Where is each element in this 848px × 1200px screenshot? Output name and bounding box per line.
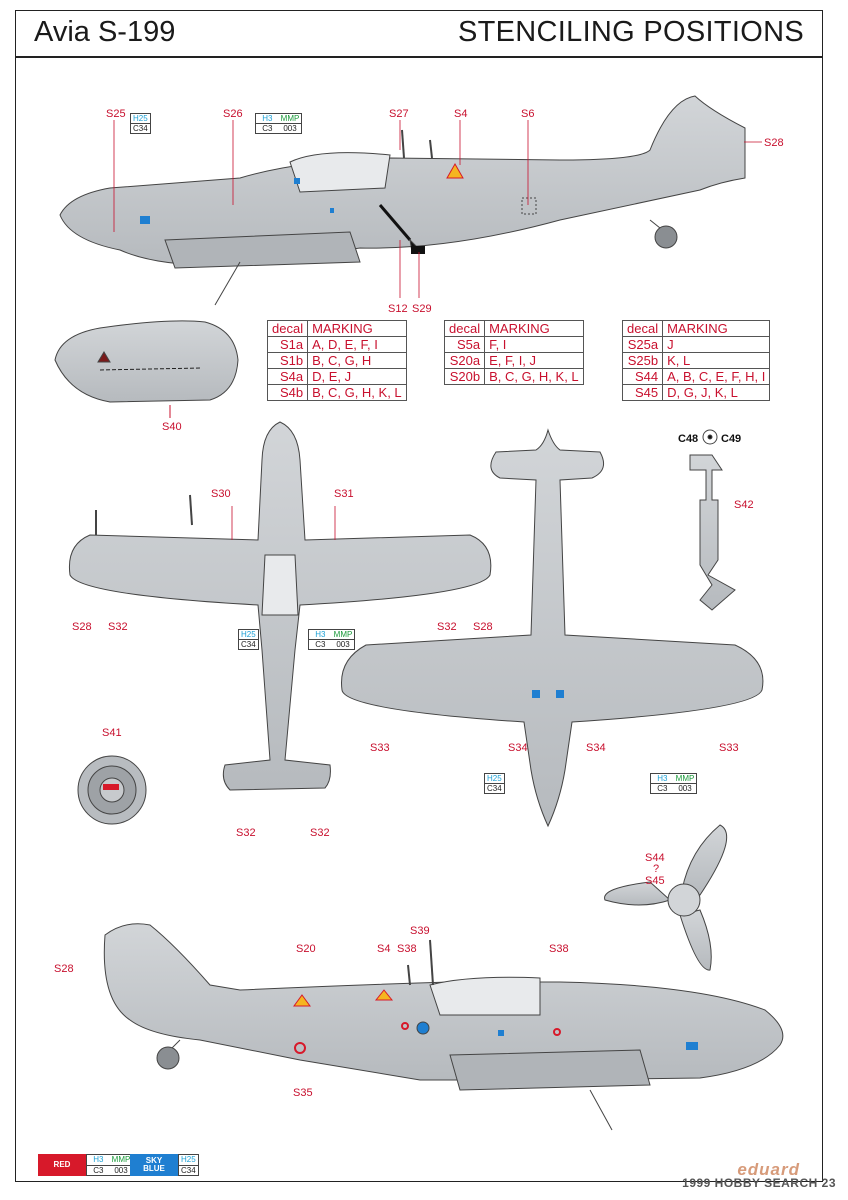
label-s27: S27 (389, 108, 409, 120)
label-s38-left: S38 (397, 943, 417, 955)
label-s39: S39 (410, 925, 430, 937)
header-rule (15, 56, 823, 58)
propeller (604, 824, 728, 971)
side-view-left (59, 95, 746, 306)
label-s33-right: S33 (719, 742, 739, 754)
label-s41: S41 (102, 727, 122, 739)
label-s28-top: S28 (764, 137, 784, 149)
label-s4-top: S4 (454, 108, 467, 120)
label-s12: S12 (388, 303, 408, 315)
label-s34-left: S34 (508, 742, 528, 754)
main-wheel (77, 755, 147, 825)
aircraft-title: Avia S-199 (34, 16, 176, 48)
label-s38-right: S38 (549, 943, 569, 955)
engine-cowl-view (54, 320, 239, 418)
stencil-labels: S25 S26 S27 S4 S6 S28 S12 S29 S40 S30 S3… (54, 108, 784, 1099)
label-s26: S26 (223, 108, 243, 120)
side-view-right (103, 923, 784, 1131)
label-s4-bottom: S4 (377, 943, 390, 955)
page-title: STENCILING POSITIONS (458, 16, 804, 48)
eduard-logo: eduard (737, 1160, 800, 1179)
label-s28-tv-left: S28 (72, 621, 92, 633)
label-s30: S30 (211, 488, 231, 500)
label-c49: C49 (721, 433, 741, 445)
top-view (68, 421, 492, 791)
watermark: 1999 HOBBY SEARCH 23 (682, 1176, 836, 1190)
label-s29: S29 (412, 303, 432, 315)
legend-red-swatch: RED (38, 1154, 86, 1176)
label-s20: S20 (296, 943, 316, 955)
label-s44: S44 (645, 852, 665, 864)
label-s32-tv-4: S32 (310, 827, 330, 839)
bottom-view (341, 428, 764, 828)
label-s25: S25 (106, 108, 126, 120)
label-s31: S31 (334, 488, 354, 500)
label-question: ? (653, 863, 659, 875)
label-s45: S45 (645, 875, 665, 887)
label-s32-tv-1: S32 (108, 621, 128, 633)
label-s33-left: S33 (370, 742, 390, 754)
label-s32-tv-3: S32 (236, 827, 256, 839)
label-s32-tv-2: S32 (437, 621, 457, 633)
label-s34-right: S34 (586, 742, 606, 754)
label-s42: S42 (734, 499, 754, 511)
leaders-top (113, 120, 762, 298)
label-s28-bottom: S28 (54, 963, 74, 975)
label-s35: S35 (293, 1087, 313, 1099)
label-s40: S40 (162, 421, 182, 433)
label-c48: C48 (678, 433, 698, 445)
page-frame (15, 10, 823, 1182)
page-number: 23 (821, 1176, 836, 1190)
label-s28-tv-right: S28 (473, 621, 493, 633)
tailwheel-strut (689, 429, 736, 611)
label-s6: S6 (521, 108, 534, 120)
